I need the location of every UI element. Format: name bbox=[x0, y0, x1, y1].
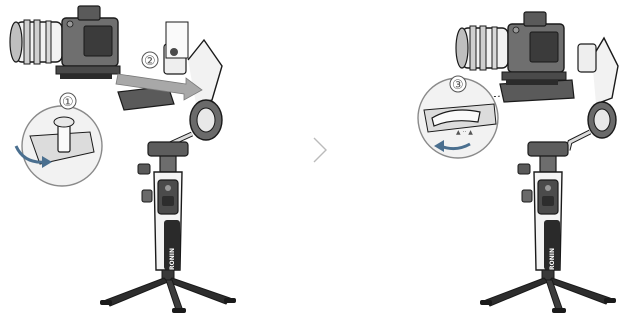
camera-right bbox=[455, 11, 567, 86]
right-illustration: RONIN ▲ ·· ▲ ③ bbox=[417, 11, 619, 314]
tilt-motor-right bbox=[577, 43, 597, 73]
camera-left bbox=[9, 5, 121, 80]
svg-text:▲ ·· ▲: ▲ ·· ▲ bbox=[456, 129, 473, 136]
gimbal-handle-left bbox=[99, 141, 237, 314]
slide-arrow-icon bbox=[115, 73, 203, 101]
brand-mark-right: RONIN bbox=[549, 248, 556, 270]
brand-mark-left: RONIN bbox=[169, 248, 176, 270]
lock-lever-closed-icon bbox=[431, 109, 481, 127]
chevron-right-icon bbox=[313, 137, 327, 163]
detail-callout-locked: ▲ ·· ▲ bbox=[417, 77, 503, 159]
step-1-number: ① bbox=[62, 95, 74, 110]
gimbal-handle-right bbox=[479, 141, 617, 314]
detail-callout-lock bbox=[14, 105, 103, 187]
left-illustration: RONIN ① ② bbox=[9, 5, 237, 314]
step-3-number: ③ bbox=[452, 78, 464, 93]
gimbal-arm-right bbox=[591, 36, 619, 105]
step-2-number: ② bbox=[144, 54, 156, 69]
